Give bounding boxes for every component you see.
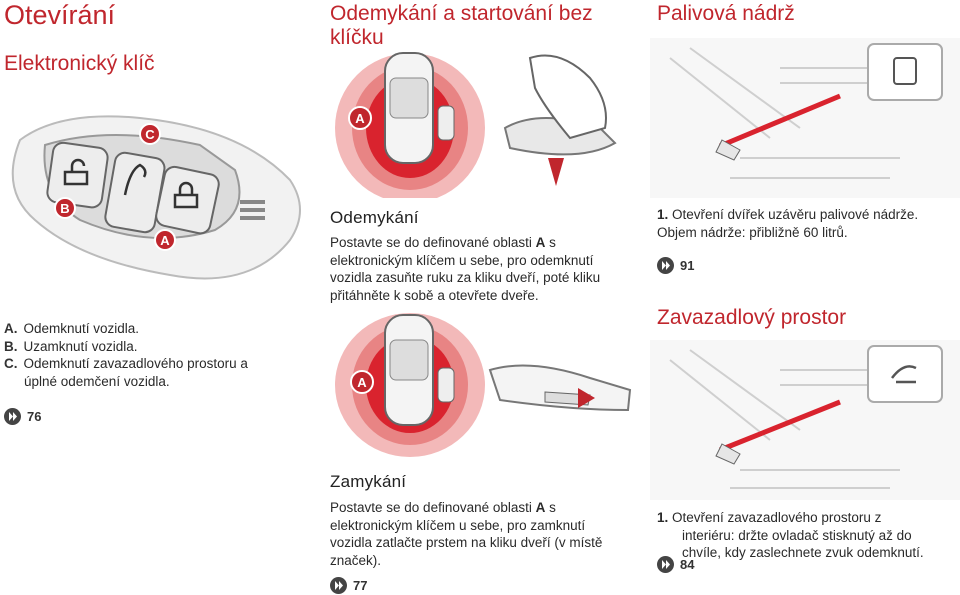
legend-text: Odemknutí vozidla. [23,321,140,336]
section-title-fuel-tank: Palivová nádrž [657,2,795,25]
lock-line-end: s [545,500,556,515]
trunk-instructions: 1. Otevření zavazadlového prostoru z int… [657,509,957,562]
page-ref-76[interactable]: 76 [4,408,41,425]
fuel-line: Otevření dvířek uzávěru palivové nádrže. [672,207,919,222]
lock-heading: Zamykání [330,472,407,491]
callout-c: C [139,123,161,145]
key-fob-illustration: C B A [11,115,301,280]
page-reference-icon [657,556,674,573]
legend-letter: B. [4,338,18,354]
page-ref-number: 77 [353,578,368,593]
page-reference-icon [657,257,674,274]
lock-line: vozidla zatlačte prstem na kliku dveří (… [330,535,603,550]
svg-text:A: A [160,233,170,248]
unlock-line: vozidla zasuňte ruku za kliku dveří, pot… [330,270,601,285]
zone-letter: A [535,500,546,515]
svg-text:B: B [60,201,69,216]
step-number: 1. [657,510,669,525]
unlock-illustration: A [335,52,617,198]
step-number: 1. [657,207,669,222]
trunk-line: chvíle, kdy zaslechnete zvuk odemknutí. [682,545,924,560]
unlock-line-end: s [545,235,556,250]
section-title-trunk: Zavazadlový prostor [657,306,847,329]
legend-text: Odemknutí zavazadlového prostoru a [23,356,248,371]
callout-a: A [154,229,176,251]
legend-text: Uzamknutí vozidla. [23,338,138,354]
fuel-line: Objem nádrže: přibližně 60 litrů. [657,224,848,240]
page-ref-number: 91 [680,258,695,273]
page-ref-77[interactable]: 77 [330,577,367,594]
svg-text:A: A [355,111,365,126]
legend-letter: A. [4,321,18,336]
section-title-electronic-key: Elektronický klíč [4,52,155,75]
unlock-heading: Odemykání [330,208,419,227]
page-ref-84[interactable]: 84 [657,556,694,573]
trunk-line: interiéru: držte ovladač stisknutý až do [682,527,912,543]
lock-line: Postavte se do definované oblasti [330,500,536,515]
fuel-lever-illustration [650,38,960,198]
section-title-keyless: Odemykání a startování bez klíčku [330,2,593,49]
trunk-line: Otevření zavazadlového prostoru z [672,510,882,525]
page-reference-icon [4,408,21,425]
key-legend: A. Odemknutí vozidla. B. Uzamknutí vozidla… [4,320,304,390]
lock-instructions: Postavte se do definované oblasti A s el… [330,499,630,569]
unlock-line: přitáhněte k sobě a otevřete dveře. [330,287,539,303]
svg-text:C: C [145,127,155,142]
trunk-open-icon [891,365,917,384]
zone-a-callout-top: A [348,106,372,130]
unlock-line: elektronickým klíčem u sebe, pro odemknu… [330,252,594,268]
svg-text:A: A [357,375,367,390]
page-title: Otevírání [4,0,116,30]
page-reference-icon [330,577,347,594]
fuel-door-icon [893,57,917,85]
legend-letter: C. [4,356,18,371]
lock-line: značek). [330,552,382,568]
page-ref-91[interactable]: 91 [657,257,694,274]
unlock-instructions: Postavte se do definované oblasti A s el… [330,234,630,304]
zone-a-callout-bottom: A [350,370,374,394]
page-ref-number: 76 [27,409,42,424]
zone-letter: A [535,235,546,250]
callout-b: B [54,197,76,219]
page-ref-number: 84 [680,557,695,572]
unlock-line: Postavte se do definované oblasti [330,235,536,250]
legend-text: úplné odemčení vozidla. [24,373,170,389]
trunk-button-illustration [650,340,960,500]
lock-illustration: A [335,313,632,457]
lock-line: elektronickým klíčem u sebe, pro zamknut… [330,517,586,533]
fuel-instructions: 1. Otevření dvířek uzávěru palivové nádr… [657,206,957,241]
